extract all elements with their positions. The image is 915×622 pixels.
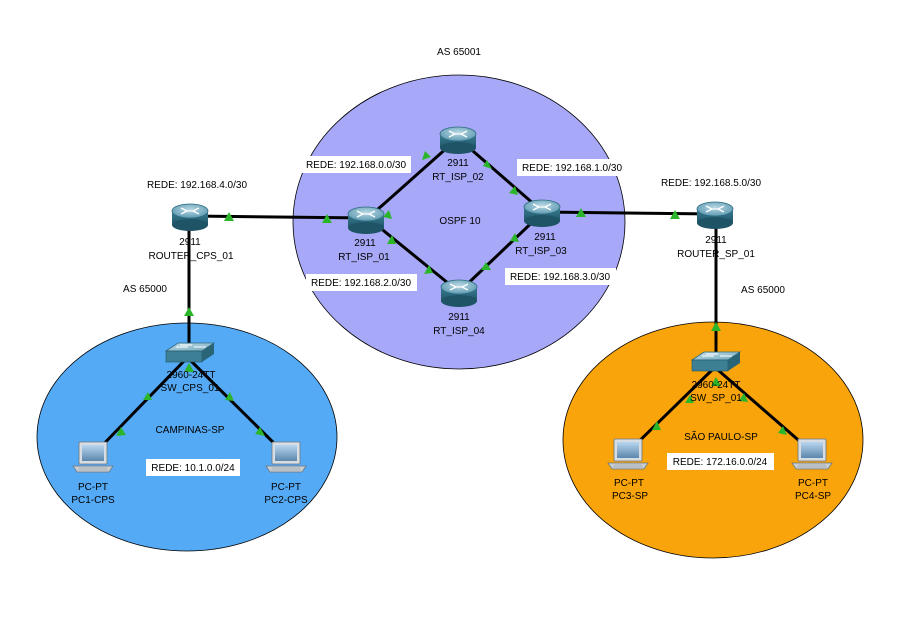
- pc-icon: [607, 438, 649, 470]
- pc-pc2-cps[interactable]: PC-PT PC2-CPS: [264, 441, 308, 506]
- pc-icon: [265, 441, 307, 473]
- link-up-icon: [483, 160, 492, 169]
- router-model-label: 2911: [534, 232, 556, 243]
- link-up-icon: [510, 233, 519, 242]
- pc-model-label: PC-PT: [271, 482, 301, 493]
- router-model-label: 2911: [179, 237, 201, 248]
- switch-model-label: 2960-24TT: [692, 380, 741, 391]
- router-name-label: ROUTER_SP_01: [677, 249, 755, 260]
- link-up-icon: [143, 392, 152, 400]
- link-up-icon: [184, 307, 194, 316]
- router-icon: [696, 201, 734, 230]
- link-isp01-isp02: [367, 136, 459, 220]
- isp-as-label: AS 65001: [437, 47, 481, 58]
- network-label-saopaulo-lan: REDE: 172.16.0.0/24: [673, 457, 768, 468]
- link-swcps-pc2: [188, 358, 288, 457]
- pc-name-label: PC4-SP: [795, 491, 831, 502]
- router-icon: [523, 199, 561, 228]
- saopaulo-as-label: AS 65000: [741, 285, 785, 296]
- router-icon: [347, 206, 385, 235]
- network-label-192-168-0-0: REDE: 192.168.0.0/30: [306, 160, 407, 171]
- pc-pc1-cps[interactable]: PC-PT PC1-CPS: [71, 441, 115, 506]
- network-label-192-168-1-0: REDE: 192.168.1.0/30: [522, 163, 623, 174]
- router-model-label: 2911: [705, 235, 727, 246]
- link-up-icon: [387, 235, 396, 244]
- link-up-icon: [424, 265, 433, 274]
- link-up-icon: [685, 395, 694, 403]
- pc-pc4-sp[interactable]: PC-PT PC4-SP: [791, 438, 833, 502]
- link-up-icon: [509, 186, 518, 195]
- switch-model-label: 2960-24TT: [167, 370, 216, 381]
- link-up-icon: [739, 393, 748, 402]
- router-model-label: 2911: [448, 312, 470, 323]
- link-up-icon: [711, 377, 721, 386]
- network-label-campinas-lan: REDE: 10.1.0.0/24: [151, 463, 235, 474]
- campinas-as-label: AS 65000: [123, 284, 167, 295]
- pc-icon: [72, 441, 114, 473]
- pc-name-label: PC2-CPS: [264, 495, 308, 506]
- saopaulo-area: [562, 321, 864, 559]
- router-sp-01[interactable]: 2911 ROUTER_SP_01: [677, 201, 755, 260]
- link-up-icon: [225, 392, 234, 401]
- pc-model-label: PC-PT: [798, 478, 828, 489]
- link-swsp-pc3: [626, 368, 714, 454]
- link-up-icon: [224, 212, 234, 221]
- router-icon: [439, 126, 477, 155]
- campinas-area: [36, 322, 338, 552]
- network-label-192-168-3-0: REDE: 192.168.3.0/30: [510, 272, 611, 283]
- link-up-icon: [670, 210, 680, 219]
- ospf-label: OSPF 10: [439, 216, 481, 227]
- saopaulo-name-label: SÃO PAULO-SP: [684, 430, 758, 443]
- link-up-icon: [652, 421, 661, 430]
- router-icon: [440, 279, 478, 308]
- link-cps-isp01: [190, 214, 369, 220]
- network-label-192-168-2-0: REDE: 192.168.2.0/30: [311, 278, 412, 289]
- router-icon: [171, 203, 209, 232]
- pc-icon: [791, 438, 833, 470]
- router-name-label: RT_ISP_01: [338, 252, 390, 263]
- isp-area: [292, 74, 626, 370]
- router-rt-isp-02[interactable]: 2911 RT_ISP_02: [432, 126, 484, 183]
- router-name-label: ROUTER_CPS_01: [148, 251, 233, 262]
- router-name-label: RT_ISP_04: [433, 326, 485, 337]
- link-up-icon: [383, 210, 392, 219]
- pc-model-label: PC-PT: [614, 478, 644, 489]
- link-swsp-pc4: [717, 368, 813, 454]
- link-swcps-pc1: [91, 358, 187, 457]
- router-model-label: 2911: [447, 158, 469, 169]
- link-isp01-isp04: [367, 216, 460, 294]
- link-up-icon: [255, 427, 265, 436]
- router-model-label: 2911: [354, 238, 376, 249]
- network-label-192-168-5-0: REDE: 192.168.5.0/30: [661, 178, 762, 189]
- link-up-icon: [576, 208, 586, 217]
- pc-pc3-sp[interactable]: PC-PT PC3-SP: [607, 438, 649, 502]
- link-up-icon: [422, 151, 431, 160]
- router-rt-isp-03[interactable]: 2911 RT_ISP_03: [515, 199, 567, 257]
- network-label-192-168-4-0: REDE: 192.168.4.0/30: [147, 180, 248, 191]
- switch-sw-sp-01[interactable]: 2960-24TT SW_SP_01: [690, 351, 742, 404]
- link-up-icon: [481, 262, 491, 270]
- router-name-label: RT_ISP_03: [515, 246, 567, 257]
- link-up-icon: [184, 363, 194, 372]
- router-cps-01[interactable]: 2911 ROUTER_CPS_01: [148, 203, 234, 262]
- link-up-icon: [322, 214, 332, 223]
- router-name-label: RT_ISP_02: [432, 172, 484, 183]
- link-status-indicators: [116, 151, 787, 436]
- switch-sw-cps-01[interactable]: 2960-24TT SW_CPS_01: [161, 342, 220, 394]
- pc-model-label: PC-PT: [78, 482, 108, 493]
- switch-name-label: SW_CPS_01: [161, 383, 220, 394]
- link-isp03-sp: [542, 210, 717, 216]
- switch-name-label: SW_SP_01: [690, 393, 742, 404]
- link-up-icon: [778, 426, 787, 435]
- pc-name-label: PC1-CPS: [71, 495, 115, 506]
- link-up-icon: [116, 427, 126, 436]
- link-up-icon: [711, 322, 721, 331]
- link-isp03-isp04: [457, 210, 545, 294]
- campinas-name-label: CAMPINAS-SP: [156, 425, 225, 436]
- pc-name-label: PC3-SP: [612, 491, 648, 502]
- router-rt-isp-01[interactable]: 2911 RT_ISP_01: [338, 206, 390, 263]
- router-rt-isp-04[interactable]: 2911 RT_ISP_04: [433, 279, 485, 337]
